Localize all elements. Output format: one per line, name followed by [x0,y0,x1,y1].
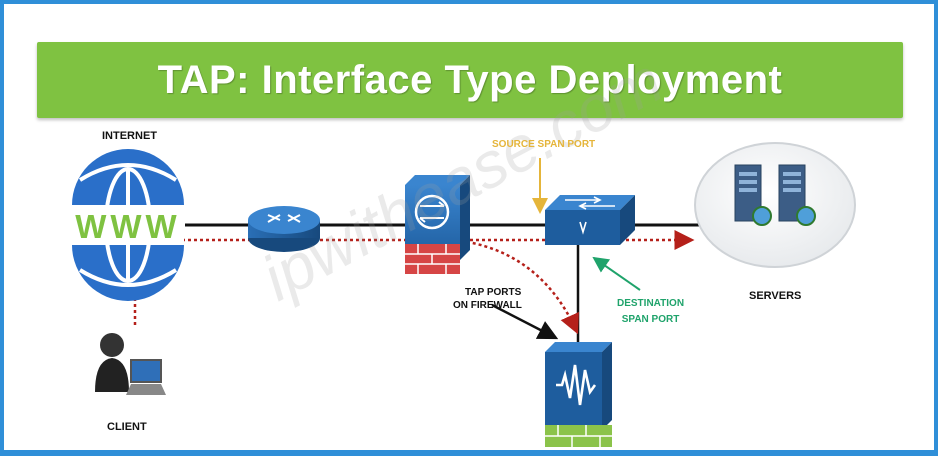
tap-ports-arrow [491,303,559,340]
source-span-port-label: SOURCE SPAN PORT [492,139,596,150]
destination-line1: DESTINATION [617,298,685,309]
client-label: CLIENT [107,421,147,433]
firewall-icon [405,175,470,274]
title-banner: TAP: Interface Type Deployment [37,42,903,118]
internet-label: INTERNET [102,130,157,142]
tap-ports-label: TAP PORTS ON FIREWALL [453,286,522,312]
destination-span-port-label: DESTINATION SPAN PORT [617,296,684,328]
globe-icon: WWW [72,149,184,301]
www-text: WWW [75,208,180,245]
tap-ports-line2: ON FIREWALL [453,300,522,311]
destination-span-arrow [592,256,641,291]
client-icon [95,333,166,395]
destination-line2: SPAN PORT [621,314,680,325]
palo-alto-firewall-icon [545,342,612,447]
tap-traffic-path [454,238,579,335]
page-title: TAP: Interface Type Deployment [157,57,783,102]
servers-icon [694,142,856,268]
switch-icon [545,195,635,245]
tap-ports-line1: TAP PORTS [465,287,522,298]
servers-label: SERVERS [749,290,802,302]
router-icon [248,206,320,252]
